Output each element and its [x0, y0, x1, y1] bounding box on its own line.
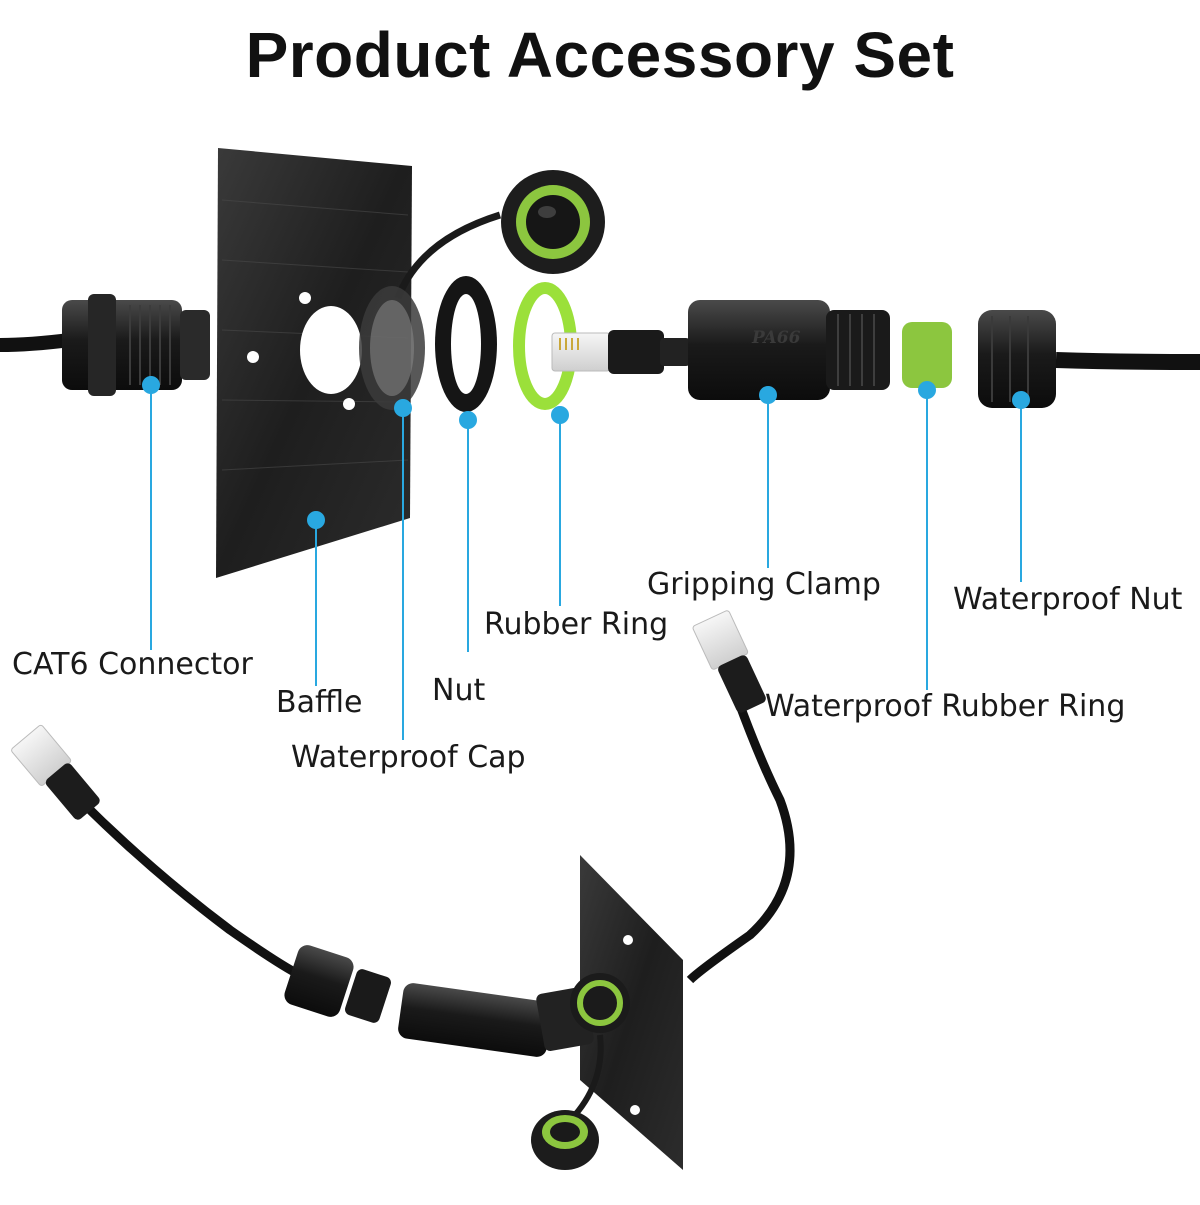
cap-tether: [394, 211, 502, 300]
waterproof-cap-part: [501, 170, 605, 274]
pa66-marking: PA66: [751, 328, 801, 348]
cable-left: [0, 333, 77, 352]
gripping-clamp-part: PA66: [688, 300, 890, 400]
assembled-cap: [531, 1110, 599, 1170]
waterproof-nut-part: [978, 310, 1056, 408]
cable-right: [1055, 352, 1200, 370]
page-title: Product Accessory Set: [245, 19, 955, 91]
leader-lines: [142, 376, 1030, 740]
baffle-plate: [216, 148, 412, 578]
assembled-cable-left: [76, 796, 303, 980]
nut-part: [435, 276, 497, 412]
label-cat6-connector: CAT6 Connector: [12, 647, 253, 682]
cat6-connector-part: [62, 294, 210, 396]
label-gripping-clamp: Gripping Clamp: [647, 567, 881, 602]
cap-flange-part: [359, 286, 425, 410]
label-waterproof-nut: Waterproof Nut: [953, 582, 1183, 617]
label-rubber-ring: Rubber Ring: [484, 607, 669, 642]
rj45-plug-right: [692, 610, 766, 713]
rj45-plug-left: [11, 724, 100, 820]
assembled-cable-right: [686, 698, 795, 984]
label-nut: Nut: [432, 673, 486, 708]
assembled-cap-tether: [572, 1034, 604, 1117]
label-waterproof-rubber-ring: Waterproof Rubber Ring: [765, 689, 1126, 724]
rj45-plug-top: [551, 330, 690, 374]
assembled-baffle-plate: [580, 855, 683, 1170]
label-waterproof-cap: Waterproof Cap: [291, 740, 526, 775]
waterproof-rubber-ring-part: [902, 322, 952, 388]
label-baffle: Baffle: [276, 685, 363, 720]
assembled-connector-chain: [284, 945, 594, 1057]
